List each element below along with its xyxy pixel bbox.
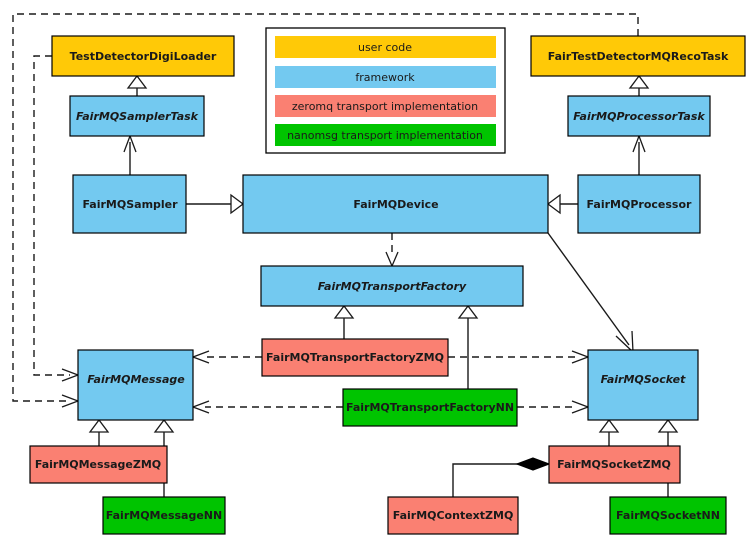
node-label: FairMQContextZMQ (393, 509, 514, 522)
arrowhead-hollow-triangle (546, 193, 561, 215)
arrowhead-hollow-triangle (153, 418, 175, 433)
edge-digiloader-to-message (33, 55, 70, 376)
node-label: FairMQSocketZMQ (557, 458, 671, 471)
arrowhead-hollow-triangle (628, 74, 650, 89)
node-FairMQSocket[interactable]: FairMQSocket (587, 349, 699, 421)
node-FairMQTransportFactoryNN[interactable]: FairMQTransportFactoryNN (342, 388, 518, 427)
edge-recotask-to-message (12, 13, 639, 402)
node-label: FairMQSocketNN (616, 509, 720, 522)
node-label: FairMQMessageNN (106, 509, 222, 522)
node-FairMQTransportFactory[interactable]: FairMQTransportFactory (260, 265, 524, 307)
arrowhead-hollow-triangle (230, 193, 245, 215)
node-FairMQMessage[interactable]: FairMQMessage (77, 349, 194, 421)
node-FairMQProcessor[interactable]: FairMQProcessor (577, 174, 701, 234)
node-label: FairMQProcessorTask (573, 110, 705, 123)
node-label: FairMQMessageZMQ (35, 458, 161, 471)
legend-swatch-framework (275, 66, 496, 88)
legend-swatch-nanomsg (275, 124, 496, 146)
edge-socketzmq-to-contextzmq (452, 463, 533, 497)
legend-label: zeromq transport implementation (292, 100, 478, 113)
legend-item-nanomsg: nanomsg transport implementation (275, 124, 496, 146)
node-FairMQMessageZMQ[interactable]: FairMQMessageZMQ (29, 445, 168, 484)
legend-item-user-code: user code (275, 36, 496, 58)
node-FairMQSamplerTask[interactable]: FairMQSamplerTask (69, 95, 205, 137)
legend-swatch-zeromq (275, 95, 496, 117)
legend-label: user code (358, 41, 412, 54)
node-label: FairMQMessage (87, 373, 185, 386)
node-label: TestDetectorDigiLoader (70, 50, 217, 63)
edge-layer (12, 13, 679, 497)
node-label: FairMQSampler (82, 198, 178, 211)
legend-label: nanomsg transport implementation (287, 129, 483, 142)
node-FairMQContextZMQ[interactable]: FairMQContextZMQ (387, 496, 519, 535)
arrowhead-filled-diamond (515, 457, 551, 471)
node-label: FairMQSamplerTask (76, 110, 199, 123)
node-label: FairMQSocket (601, 373, 687, 386)
node-label: FairMQTransportFactory (318, 280, 467, 293)
legend-label: framework (355, 71, 415, 84)
node-FairMQProcessorTask[interactable]: FairMQProcessorTask (567, 95, 711, 137)
arrowhead-hollow-triangle (457, 304, 479, 319)
node-FairMQDevice[interactable]: FairMQDevice (242, 174, 549, 234)
legend-swatch-user-code (275, 36, 496, 58)
node-FairMQSocketZMQ[interactable]: FairMQSocketZMQ (548, 445, 681, 484)
node-label: FairMQProcessor (587, 198, 692, 211)
node-FairMQMessageNN[interactable]: FairMQMessageNN (102, 496, 226, 535)
node-TestDetectorDigiLoader[interactable]: TestDetectorDigiLoader (51, 35, 235, 77)
node-label: FairMQTransportFactoryZMQ (266, 351, 444, 364)
arrowhead-hollow-triangle (126, 74, 148, 89)
legend-item-framework: framework (275, 66, 496, 88)
legend: user code framework zeromq transport imp… (265, 27, 506, 154)
node-label: FairTestDetectorMQRecoTask (548, 50, 729, 63)
node-label: FairMQTransportFactoryNN (346, 401, 514, 414)
arrowhead-hollow-triangle (598, 418, 620, 433)
legend-item-zeromq: zeromq transport implementation (275, 95, 496, 117)
node-layer: TestDetectorDigiLoader FairTestDetectorM… (29, 35, 746, 535)
arrowhead-hollow-triangle (333, 304, 355, 319)
node-FairTestDetectorMQRecoTask[interactable]: FairTestDetectorMQRecoTask (530, 35, 746, 77)
node-FairMQSocketNN[interactable]: FairMQSocketNN (609, 496, 727, 535)
arrowhead-hollow-triangle (657, 418, 679, 433)
node-FairMQSampler[interactable]: FairMQSampler (72, 174, 187, 234)
node-label: FairMQDevice (353, 198, 438, 211)
arrowhead-hollow-triangle (88, 418, 110, 433)
edge-device-to-socket (547, 232, 630, 346)
node-FairMQTransportFactoryZMQ[interactable]: FairMQTransportFactoryZMQ (261, 338, 449, 377)
